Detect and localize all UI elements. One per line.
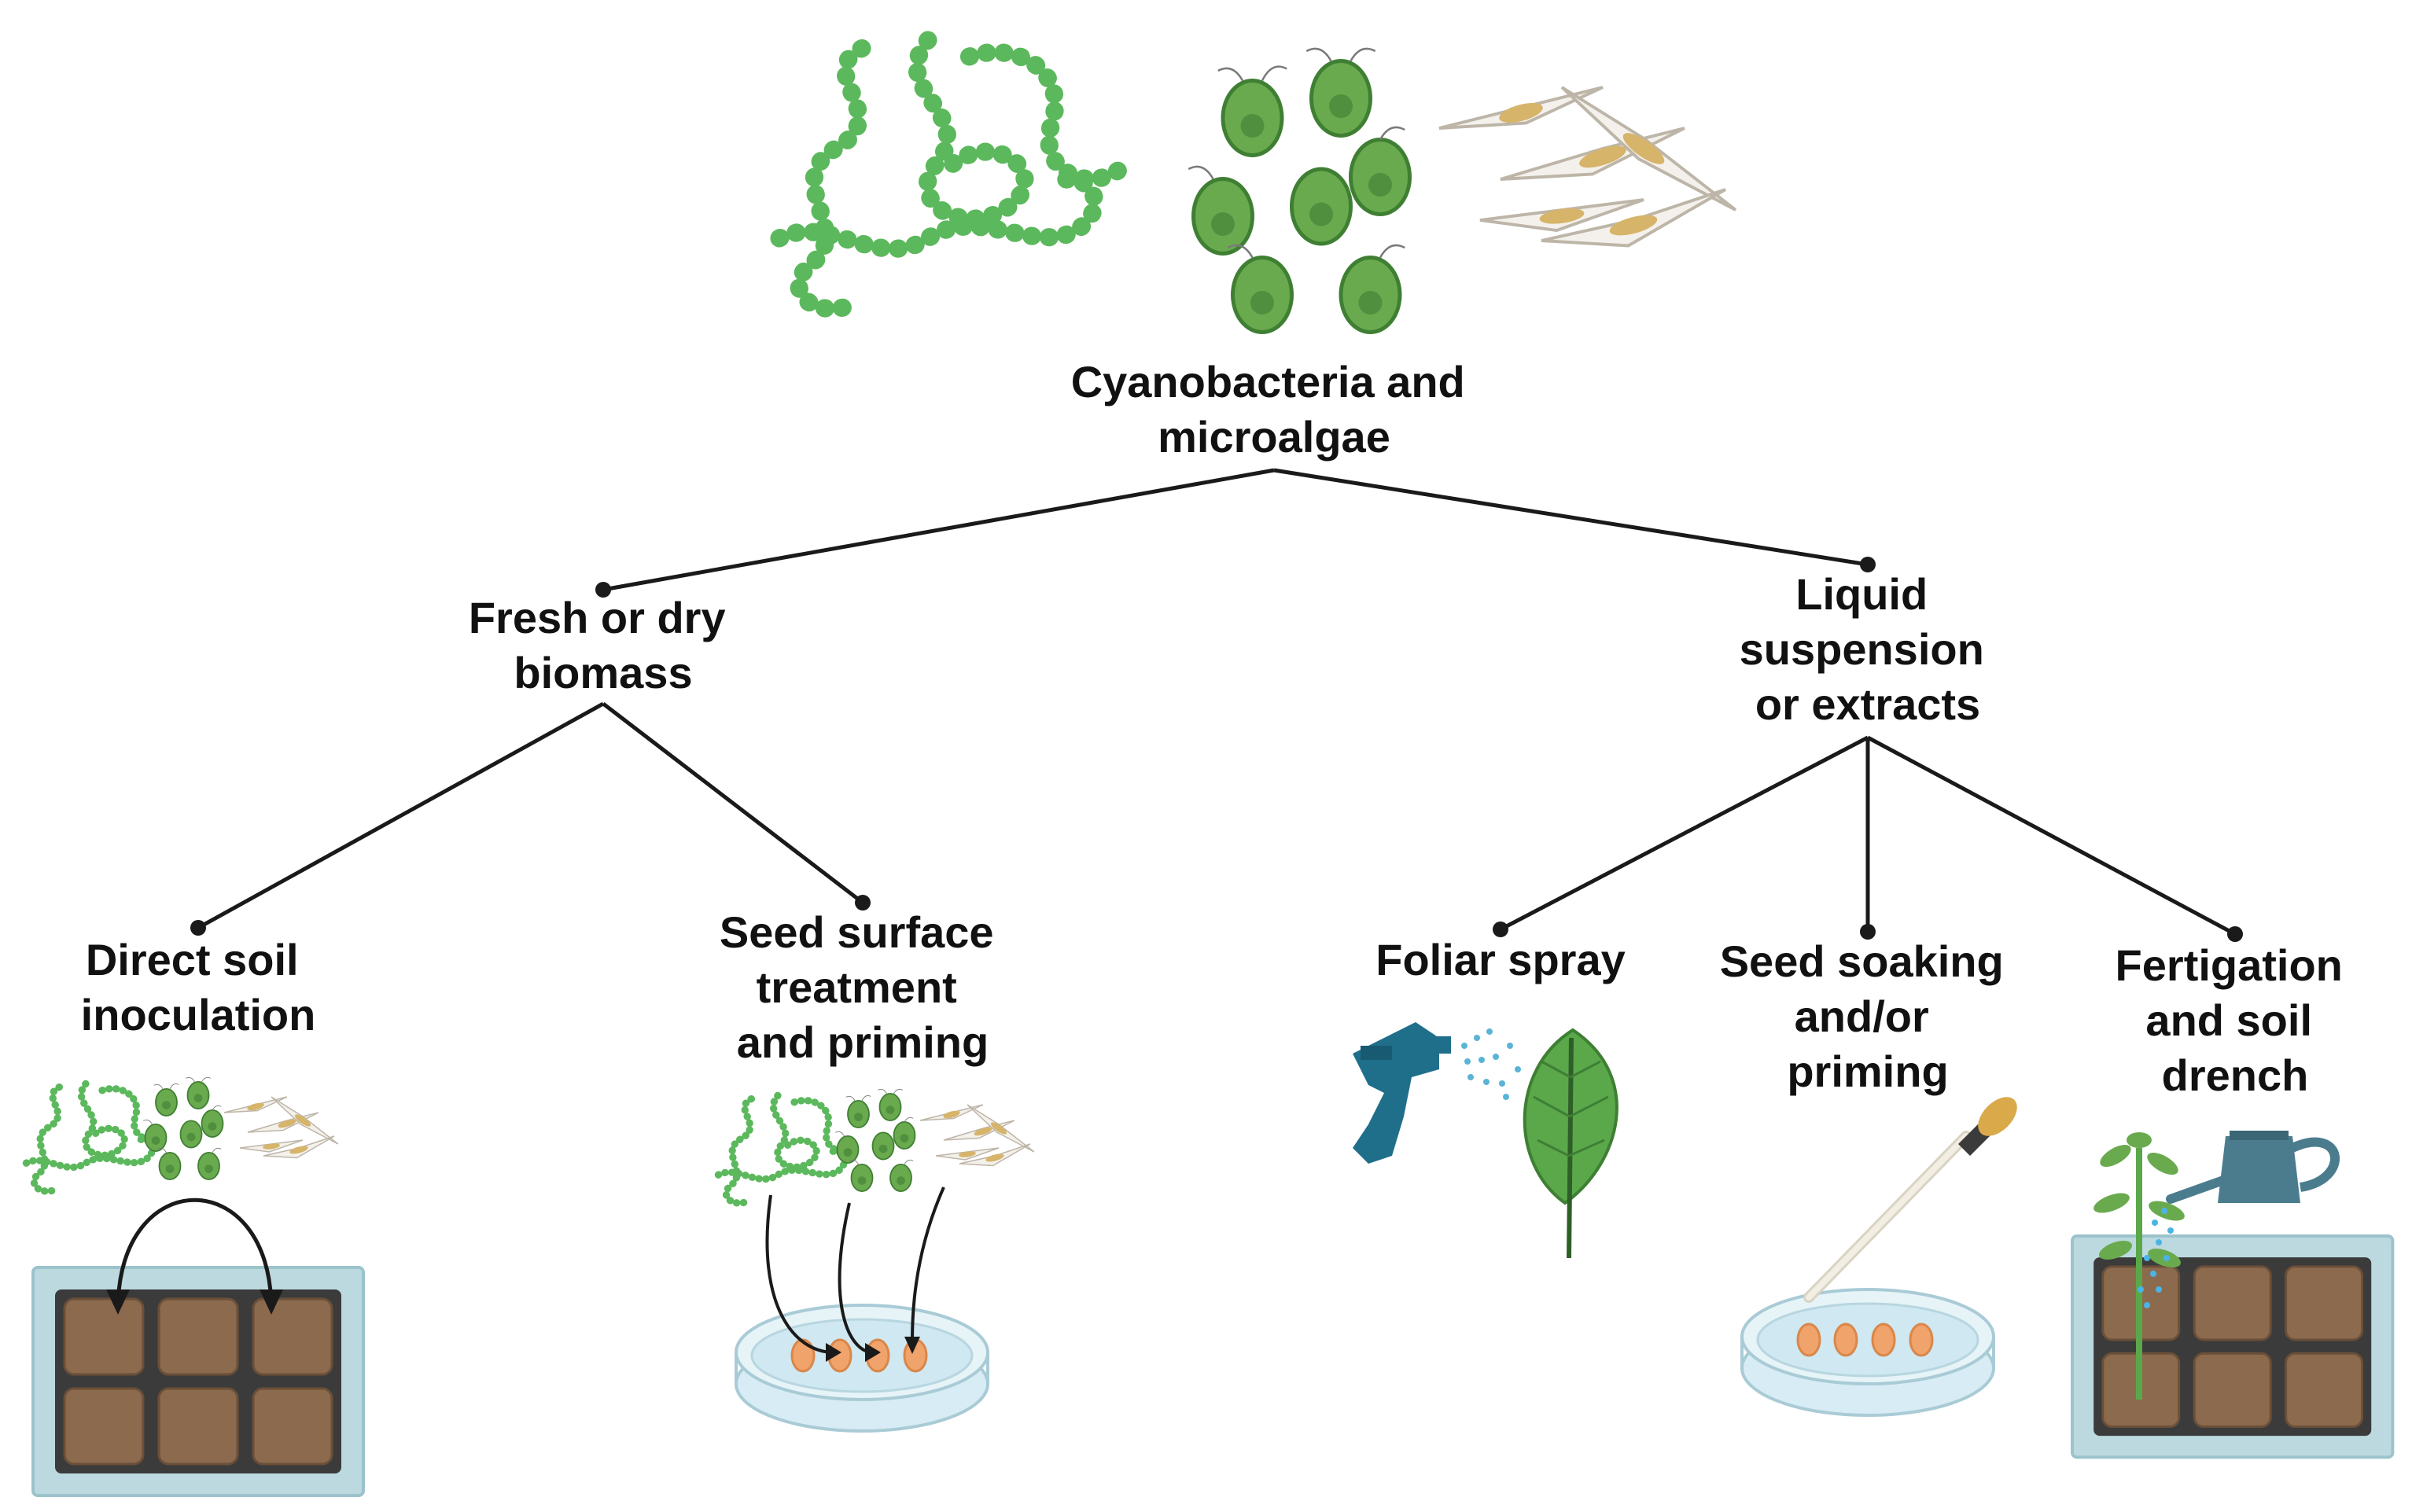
fertigation-label: Fertigation and soil drench [2116, 940, 2355, 1100]
petri-dish-image-2 [1740, 1288, 1995, 1417]
dot-foliar-spray [1493, 922, 1508, 937]
seed-soaking-illustration [1740, 1097, 2017, 1417]
small-filaments-image-2 [718, 1095, 856, 1203]
small-diatoms-image-2 [919, 1104, 1035, 1167]
soil-inoculation-illustration [26, 1076, 365, 1497]
watering-can-icon [2166, 1131, 2340, 1204]
petri-dish-image [735, 1304, 989, 1433]
dot-liquid [1860, 557, 1876, 572]
small-filaments-image [26, 1083, 164, 1191]
biomass-branch-label: Fresh or dry biomass [469, 593, 738, 697]
fertigation-illustration [2071, 1131, 2395, 1459]
spray-mist-icon [1461, 1028, 1521, 1100]
dot-seed-soaking [1860, 924, 1876, 940]
seed-arrowheads [826, 1337, 920, 1362]
seed-coating-arrows [765, 1186, 945, 1354]
plant-icon [2093, 1132, 2185, 1400]
small-green-cells-image-2 [834, 1088, 916, 1192]
soil-inoculation-label: Direct soil inoculation [81, 935, 316, 1039]
tree-node-dots [190, 557, 2243, 942]
seed-surface-illustration [718, 1088, 1035, 1433]
green-microalgae-cells-image [1188, 49, 1409, 333]
seed-surface-label: Seed surface treatment and priming [720, 907, 1006, 1067]
dropper-icon [1803, 1097, 2017, 1303]
small-diatoms-image [223, 1096, 339, 1159]
diatoms-image [1438, 86, 1737, 248]
arrowhead-right-icon [260, 1289, 283, 1315]
soil-tray-image [31, 1266, 365, 1497]
leaf-icon [1523, 1028, 1618, 1259]
water-drops-icon [2138, 1208, 2174, 1308]
arrowhead-left-icon [106, 1289, 130, 1315]
soil-tray-image-2 [2071, 1234, 2395, 1459]
inoculation-arrow-curve [116, 1197, 274, 1310]
seed-soaking-label: Seed soaking and/or priming [1720, 936, 2016, 1096]
root-label: Cyanobacteria and microalgae [1071, 357, 1478, 462]
liquid-branch-label: Liquid suspension or extracts [1740, 569, 1997, 729]
dot-soil-inoculation [190, 920, 206, 936]
spray-bottle-icon [1353, 1022, 1451, 1164]
cyanobacteria-filaments-image [779, 40, 1126, 309]
tree-connectors [197, 468, 2237, 936]
dot-fertigation [2227, 926, 2243, 942]
foliar-spray-label: Foliar spray [1375, 935, 1625, 984]
foliar-spray-illustration [1353, 1022, 1618, 1259]
small-green-cells-image [142, 1076, 224, 1180]
dot-seed-surface [855, 895, 871, 911]
dot-biomass [595, 582, 611, 598]
